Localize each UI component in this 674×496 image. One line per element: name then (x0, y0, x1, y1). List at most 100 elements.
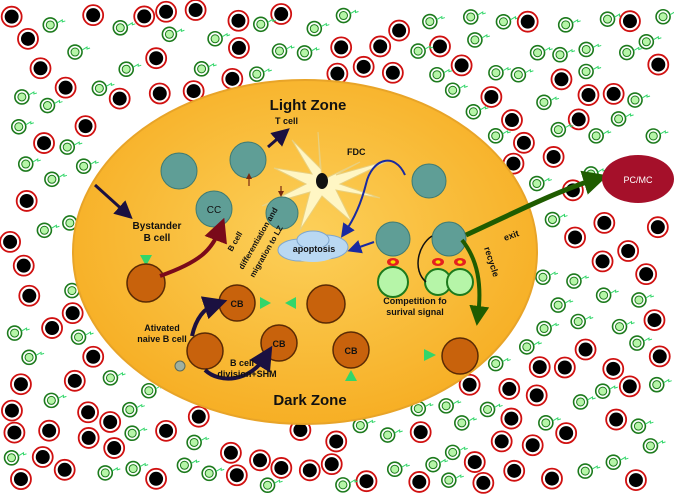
t-cell-receptor-icon (73, 141, 83, 146)
t-cell-core (615, 322, 625, 332)
t-cell-core (383, 430, 393, 440)
t-cell-core (532, 179, 542, 189)
t-cell-receptor-icon (191, 459, 200, 464)
survival-signal-group (377, 258, 474, 298)
naive-b-cell-nucleus (507, 463, 522, 478)
naive-b-cell-nucleus (33, 61, 48, 76)
activated-b-cell (186, 332, 224, 370)
apoptosis-arrow (340, 159, 406, 238)
t-cell-receptor-icon (349, 478, 359, 484)
green-triangle-icon (285, 297, 296, 309)
t-cell-core (553, 300, 563, 310)
t-cell-core (164, 29, 174, 39)
naive-b-cell-nucleus (494, 434, 509, 449)
t-cell-receptor-icon (502, 129, 511, 135)
t-cell-core (355, 420, 365, 430)
naive-b-cell-nucleus (186, 84, 201, 99)
t-cell-core (47, 174, 57, 184)
t-cell-receptor-icon (425, 402, 434, 408)
naive-b-cell-nucleus (188, 3, 203, 18)
fdc-nucleus (316, 173, 328, 189)
naive-b-cell-nucleus (223, 445, 238, 460)
naive-b-cell-nucleus (462, 377, 477, 392)
t-cell-core (100, 468, 110, 478)
naive-b-cell-nucleus (16, 258, 31, 273)
t-cell-receptor-icon (106, 82, 115, 87)
naive-b-cell-nucleus (359, 474, 374, 489)
naive-b-cell-nucleus (385, 65, 400, 80)
t-cell-core (652, 380, 662, 390)
t-cell-core (24, 352, 34, 362)
cc-cell (431, 221, 467, 257)
t-cell-receptor-icon (18, 451, 27, 457)
t-cell-core (541, 418, 551, 428)
t-cell-core (591, 131, 601, 141)
t-cell-receptor-icon (550, 322, 560, 327)
t-cell-receptor-icon (669, 11, 674, 16)
naive-b-cell-nucleus (137, 9, 152, 24)
bystander-label-line1: Bystander (133, 221, 182, 232)
t-cell-receptor-icon (112, 467, 121, 472)
t-cell-receptor-icon (592, 43, 602, 48)
naive-b-cell-nucleus (42, 423, 57, 438)
naive-b-cell-nucleus (302, 463, 317, 478)
t-cell-receptor-icon (645, 294, 655, 299)
naive-b-cell-nucleus (454, 58, 469, 73)
naive-b-cell-nucleus (274, 7, 289, 22)
naive-b-cell-nucleus (628, 473, 643, 488)
t-cell-receptor-icon (525, 68, 534, 74)
cb-cell (306, 284, 346, 324)
t-cell-core (539, 97, 549, 107)
t-cell-core (65, 218, 75, 228)
t-cell-receptor-icon (657, 439, 666, 445)
t-cell-receptor-icon (633, 46, 642, 51)
naive-b-cell-nucleus (78, 119, 93, 134)
t-cell-receptor-icon (54, 99, 63, 104)
t-cell-receptor-icon (132, 63, 142, 68)
t-cell-receptor-icon (565, 123, 574, 129)
t-cell-receptor-icon (468, 417, 477, 422)
t-cell-core (608, 457, 618, 467)
t-cell-core (67, 286, 77, 296)
t-cell-core (105, 373, 115, 383)
t-cell-receptor-icon (436, 15, 445, 21)
t-cell-core (622, 48, 632, 58)
t-cell-core (569, 276, 579, 286)
t-cell-core (115, 23, 125, 33)
naive-b-cell-nucleus (467, 455, 482, 470)
naive-b-cell-nucleus (622, 14, 637, 29)
t-cell-receptor-icon (641, 94, 651, 99)
naive-b-cell-nucleus (506, 156, 521, 171)
t-cell-core (581, 67, 591, 77)
naive-b-cell-nucleus (504, 411, 519, 426)
t-cell-receptor-icon (609, 385, 618, 390)
t-cell-receptor-icon (455, 474, 464, 479)
t-cell-receptor-icon (452, 399, 462, 405)
t-cell-core (448, 447, 458, 457)
t-cell-core (14, 122, 24, 132)
t-cell-core (457, 418, 467, 428)
t-cell-core (539, 324, 549, 334)
t-cell-receptor-icon (663, 378, 672, 384)
naive-b-cell-nucleus (231, 13, 246, 28)
t-cell-receptor-icon (544, 46, 553, 52)
naive-b-cell-nucleus (86, 349, 101, 364)
t-cell-core (468, 107, 478, 117)
naive-b-cell-nucleus (432, 39, 447, 54)
t-cell-receptor-icon (139, 462, 149, 468)
t-cell-core (263, 480, 273, 490)
cb-label: CB (273, 339, 286, 349)
naive-b-cell-nucleus (597, 215, 612, 230)
small-t-cell-icon (174, 360, 186, 372)
naive-b-cell-nucleus (356, 59, 371, 74)
green-triangle-icon (140, 255, 152, 266)
naive-b-cell-nucleus (571, 112, 586, 127)
naive-b-cell-nucleus (330, 66, 345, 81)
apoptosis-cloud (277, 230, 349, 262)
t-cell-receptor-icon (610, 289, 619, 294)
apoptosis-label: apoptosis (293, 244, 336, 254)
cb-cell (441, 337, 479, 375)
bystander-b-cell (126, 263, 166, 303)
t-cell-core (62, 142, 72, 152)
t-cell-receptor-icon (28, 91, 38, 96)
